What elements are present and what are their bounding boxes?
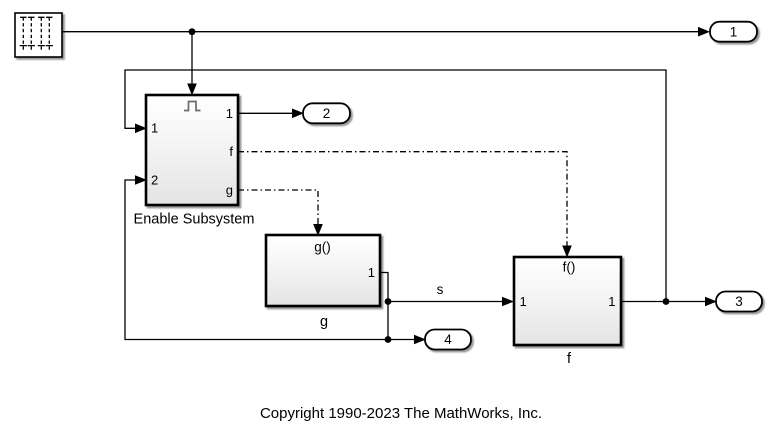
g-subsystem-name: g	[320, 314, 328, 330]
g-subsystem-block[interactable]: g() 1 g	[264, 233, 382, 330]
outport-1-label: 1	[730, 24, 738, 39]
function-call-line-f[interactable]	[238, 151, 568, 246]
copyright-text: Copyright 1990-2023 The MathWorks, Inc.	[260, 405, 542, 422]
arrowhead-into-inport2	[135, 175, 147, 185]
f-subsystem-name: f	[567, 351, 572, 367]
grouped-signal-stems-icon	[19, 16, 53, 50]
arrowhead-into-out2	[292, 108, 304, 119]
signal-editor-body[interactable]	[14, 12, 63, 58]
enable-outport1-label: 1	[226, 106, 233, 121]
arrowhead-into-enable-port	[187, 83, 197, 96]
f-function-label: f()	[563, 260, 576, 275]
arrowheads	[135, 26, 717, 345]
enable-inport1-label: 1	[151, 121, 158, 136]
outport-4-label: 4	[444, 332, 452, 347]
enable-subsystem-body[interactable]	[144, 93, 240, 207]
outport-3[interactable]: 3	[715, 290, 763, 313]
f-inport1-label: 1	[520, 294, 527, 309]
signal-editor-block[interactable]	[14, 12, 63, 58]
enable-outport-f-label: f	[229, 144, 233, 159]
outport-3-body[interactable]	[715, 290, 763, 313]
outport-4[interactable]: 4	[424, 328, 472, 351]
enable-outport-g-label: g	[226, 183, 233, 198]
f-subsystem-block[interactable]: f() 1 1 f	[512, 255, 623, 367]
f-subsystem-body[interactable]	[512, 255, 623, 347]
g-outport1-label: 1	[368, 265, 375, 280]
signal-line-g-output[interactable]	[380, 271, 389, 302]
junction-dot-f-output	[662, 298, 670, 305]
outport-1-body[interactable]	[709, 20, 758, 43]
g-function-label: g()	[314, 240, 331, 255]
signal-label-s: s	[437, 282, 444, 297]
outport-2-body[interactable]	[302, 102, 351, 125]
outport-2[interactable]: 2	[302, 102, 351, 125]
outport-4-body[interactable]	[424, 328, 472, 351]
outport-3-label: 3	[735, 294, 743, 309]
junction-dots	[188, 28, 670, 343]
enable-pulse-icon	[184, 100, 201, 112]
arrowhead-into-out3	[705, 296, 717, 307]
arrowhead-into-g-trigger	[313, 224, 323, 236]
outport-blocks: 1 2 3 4	[302, 20, 763, 351]
enable-inport2-label: 2	[151, 173, 158, 188]
junction-dot-top-branch	[188, 28, 196, 36]
f-outport1-label: 1	[608, 294, 615, 309]
outport-1[interactable]: 1	[709, 20, 758, 43]
arrowhead-into-inport1	[135, 123, 147, 134]
enable-subsystem-name: Enable Subsystem	[134, 212, 255, 228]
arrowhead-into-f-trigger	[562, 245, 572, 258]
enable-subsystem-block[interactable]: 1 2 1 f g Enable Subsystem	[134, 93, 255, 228]
arrowhead-into-out4	[414, 334, 426, 345]
signal-lines	[62, 31, 706, 341]
signal-line-s-to-inport2[interactable]	[124, 179, 388, 341]
signal-line-feedback-to-inport1[interactable]	[124, 69, 667, 302]
g-subsystem-body[interactable]	[264, 233, 382, 308]
arrowhead-into-out1	[698, 26, 710, 37]
junction-dot-s-lower	[384, 336, 392, 343]
junction-dot-s-upper	[384, 298, 392, 305]
outport-2-label: 2	[323, 106, 331, 121]
arrowhead-into-f-inport	[502, 296, 514, 307]
